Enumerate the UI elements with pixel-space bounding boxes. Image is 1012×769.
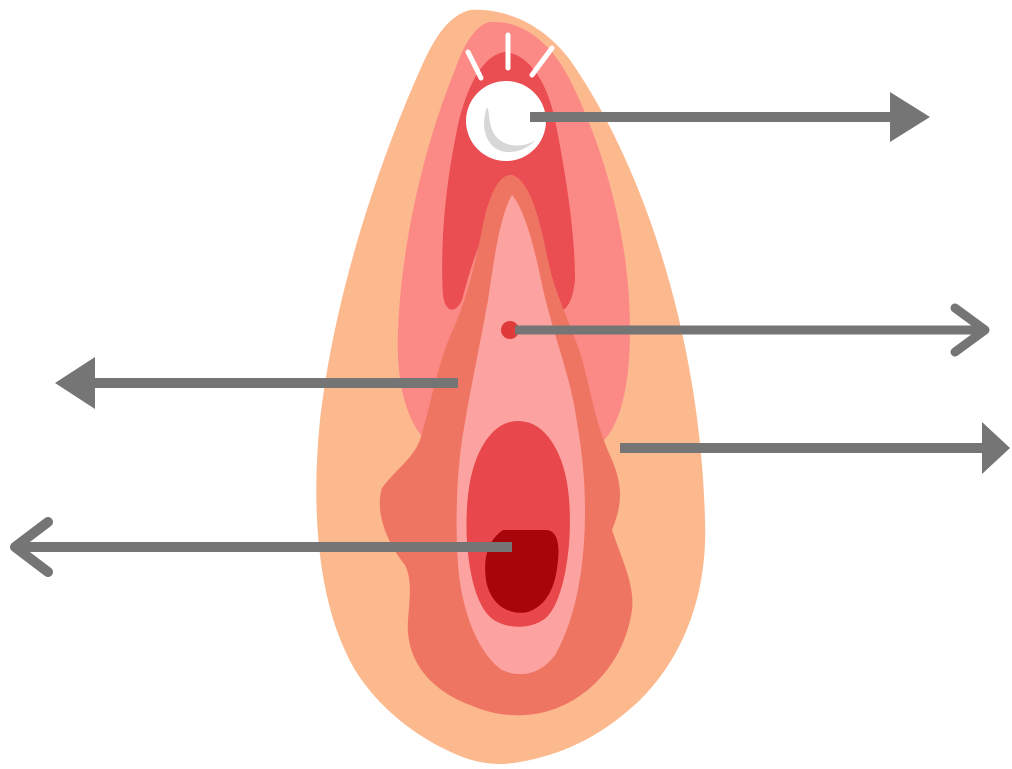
anatomy-diagram — [0, 0, 1012, 769]
diagram-canvas — [0, 0, 1012, 769]
